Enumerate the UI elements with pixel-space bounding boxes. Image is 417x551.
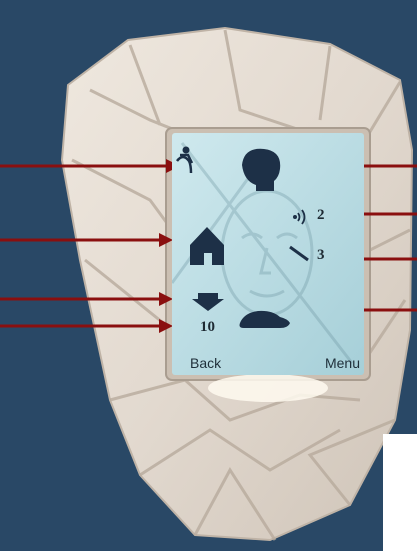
white-corner-panel — [383, 434, 417, 551]
screen-background — [172, 133, 364, 375]
back-softkey[interactable]: Back — [190, 355, 221, 371]
screen-glow — [208, 374, 328, 402]
counter-value: 10 — [200, 319, 215, 336]
signal-level-value: 3 — [317, 247, 325, 264]
phone-screen[interactable]: 2 3 10 Back Menu — [172, 133, 364, 375]
volume-level-value: 2 — [317, 207, 325, 224]
menu-softkey[interactable]: Menu — [325, 355, 360, 371]
